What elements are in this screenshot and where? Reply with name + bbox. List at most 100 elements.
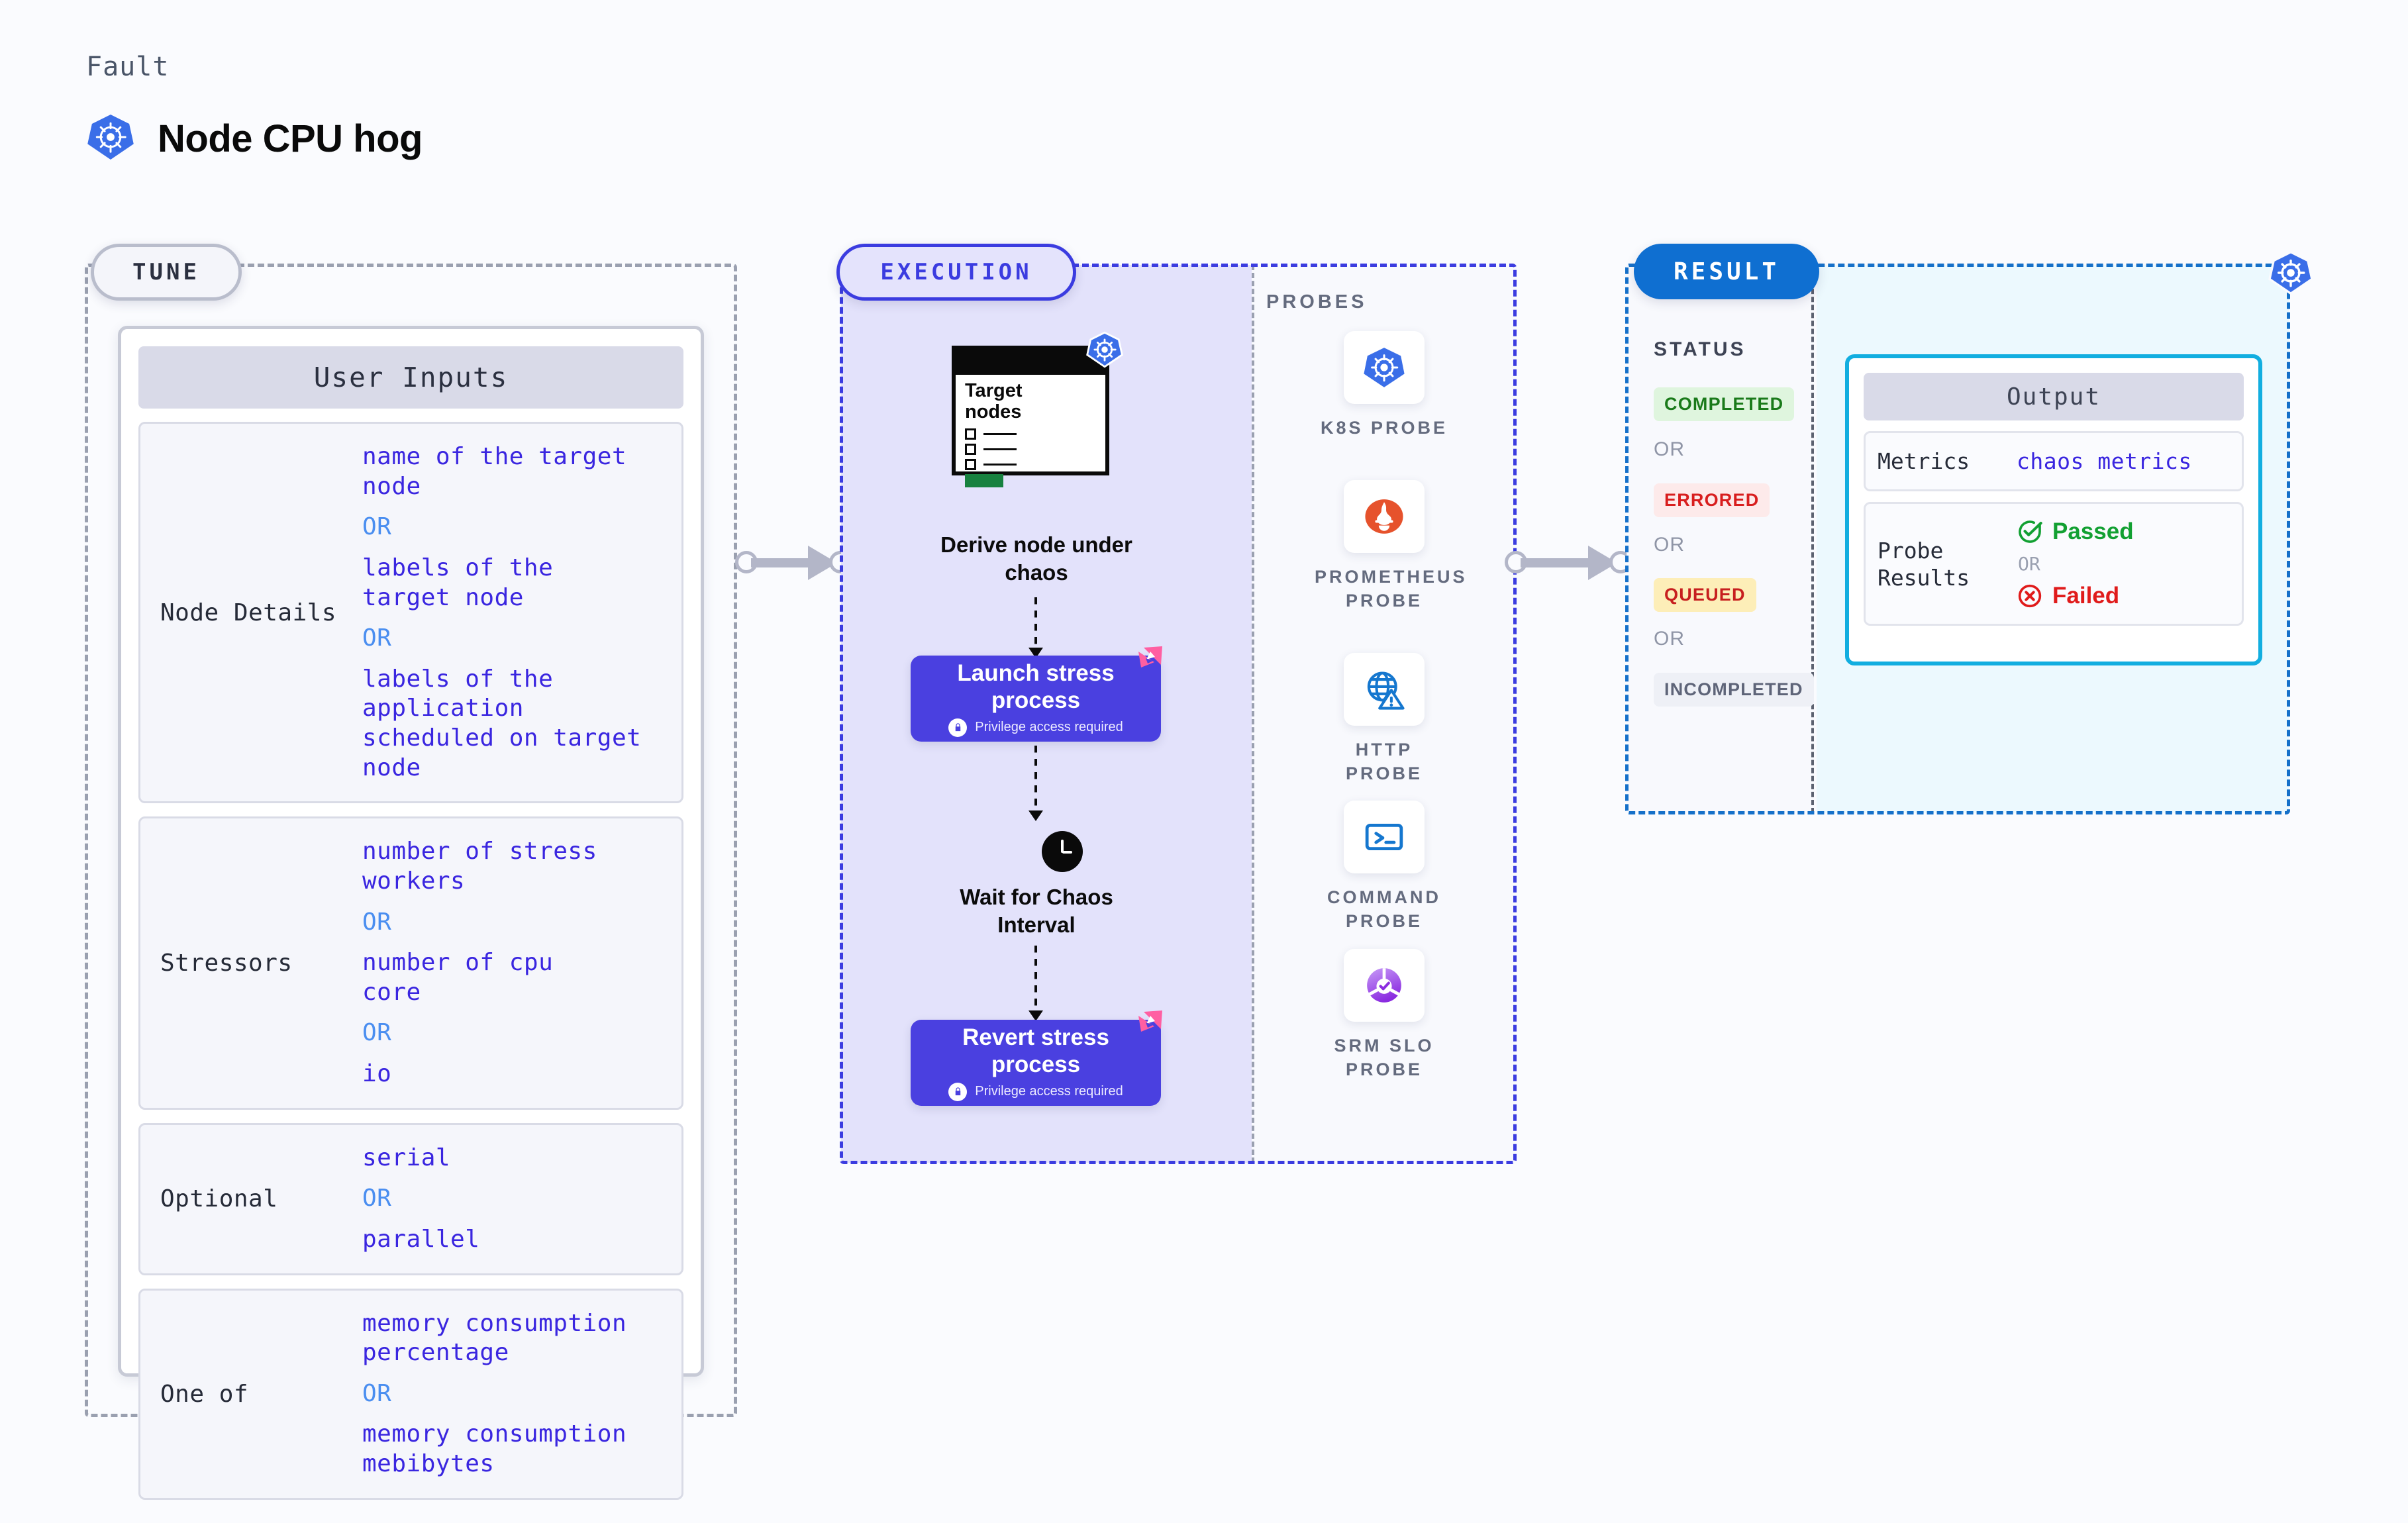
or-separator: OR (362, 1379, 392, 1407)
step-title: Revert stress process (962, 1024, 1109, 1077)
probe-item-command[interactable]: COMMAND PROBE (1315, 801, 1454, 934)
input-group-one-of[interactable]: One of memory consumption percentage OR … (138, 1288, 683, 1500)
result-pill-label[interactable]: RESULT (1634, 244, 1819, 299)
option-value: memory consumption percentage (362, 1309, 627, 1367)
flow-line (1034, 746, 1037, 816)
step-card-launch-stress-process[interactable]: Launch stress process Privilege access r… (911, 646, 1162, 742)
group-label: One of (160, 1380, 249, 1408)
connector-tune-to-execution (735, 546, 852, 580)
probe-result-passed: Passed (2017, 518, 2230, 545)
or-separator: OR (362, 1185, 392, 1212)
probe-tile (1344, 801, 1425, 873)
document-checkbox-rows (956, 424, 1105, 470)
probe-result-failed: Failed (2017, 583, 2230, 609)
option-value: number of stress workers (362, 838, 597, 895)
line-placeholder (983, 463, 1017, 466)
probe-tile (1344, 653, 1425, 726)
kubernetes-icon (2268, 250, 2313, 295)
output-title: Output (1864, 373, 2244, 420)
privilege-note-label: Privilege access required (975, 720, 1123, 735)
input-group-optional[interactable]: Optional serial OR parallel (138, 1122, 683, 1275)
group-label: Node Details (160, 599, 337, 626)
step-card-revert-stress-process[interactable]: Revert stress process Privilege access r… (911, 1010, 1162, 1106)
check-circle-icon (2019, 520, 2042, 544)
checkbox-icon (965, 428, 976, 440)
or-separator: OR (1654, 534, 1685, 556)
status-title: STATUS (1654, 338, 1746, 360)
execution-pill-label[interactable]: EXECUTION (836, 244, 1076, 301)
page-title: Node CPU hog (158, 117, 423, 160)
or-separator: OR (2018, 553, 2040, 575)
lock-icon (948, 1082, 968, 1101)
output-row-label: Probe Results (1878, 537, 1970, 591)
group-values: number of stress workers OR number of cp… (362, 837, 675, 1089)
probe-label: PROMETHEUS PROBE (1315, 567, 1468, 611)
connector-line (1521, 558, 1609, 567)
clock-icon (1042, 831, 1083, 872)
output-row-value: Passed OR Failed (2017, 518, 2230, 609)
target-nodes-document-icon: Target nodes (952, 346, 1109, 487)
probe-label: COMMAND PROBE (1327, 887, 1441, 932)
probe-item-k8s[interactable]: K8S PROBE (1315, 331, 1454, 440)
probe-result-passed-label: Passed (2052, 518, 2134, 545)
probe-tile (1344, 480, 1425, 553)
input-group-node-details[interactable]: Node Details name of the target node OR … (138, 422, 683, 804)
flow-arrowhead (1028, 811, 1043, 821)
group-values: serial OR parallel (362, 1144, 675, 1255)
or-separator: OR (362, 513, 392, 541)
kubernetes-icon (86, 113, 135, 165)
document-titlebar (956, 350, 1105, 375)
chaos-metrics-value: chaos metrics (2017, 448, 2192, 475)
user-inputs-card: User Inputs Node Details name of the tar… (118, 326, 704, 1500)
group-values: memory consumption percentage OR memory … (362, 1309, 675, 1479)
checkbox-icon (965, 443, 976, 455)
option-value: labels of the application scheduled on t… (362, 665, 642, 781)
option-value: memory consumption mebibytes (362, 1420, 627, 1477)
option-value: serial (362, 1144, 451, 1171)
kubernetes-icon (1086, 331, 1123, 368)
privilege-note-label: Privilege access required (975, 1084, 1123, 1099)
line-placeholder (983, 448, 1017, 450)
or-separator: OR (362, 908, 392, 936)
output-row-metrics[interactable]: Metrics chaos metrics (1864, 431, 2244, 492)
status-badge-queued: QUEUED (1654, 578, 1756, 612)
probe-tile (1344, 949, 1425, 1022)
line-placeholder (983, 432, 1017, 435)
probe-item-http[interactable]: HTTP PROBE (1315, 653, 1454, 786)
x-circle-icon (2018, 585, 2042, 608)
status-badge-completed: COMPLETED (1654, 387, 1795, 421)
prometheus-icon (1365, 499, 1403, 534)
connector-execution-to-result (1505, 546, 1637, 580)
probes-title: PROBES (1266, 291, 1368, 313)
output-row-label: Metrics (1878, 448, 1970, 474)
flow-arrowhead (1028, 1010, 1043, 1021)
or-separator: OR (1654, 628, 1685, 650)
harness-ribbon-icon (1138, 646, 1162, 667)
result-region (1625, 264, 2290, 814)
document-green-bar (965, 473, 1003, 487)
option-value: name of the target node (362, 443, 627, 500)
probe-item-prometheus[interactable]: PROMETHEUS PROBE (1315, 480, 1468, 613)
option-value: io (362, 1060, 392, 1087)
or-separator: OR (1654, 438, 1685, 460)
harness-ribbon-icon (1138, 1010, 1162, 1032)
srm-slo-icon (1367, 968, 1401, 1003)
probe-label: K8S PROBE (1320, 418, 1448, 438)
output-row-probe-results[interactable]: Probe Results Passed OR Failed (1864, 502, 2244, 626)
or-separator: OR (362, 1019, 392, 1047)
probe-label: SRM SLO PROBE (1334, 1036, 1434, 1080)
tune-pill-label[interactable]: TUNE (91, 244, 242, 301)
probe-item-srm-slo[interactable]: SRM SLO PROBE (1315, 949, 1454, 1082)
output-card: Output Metrics chaos metrics Probe Resul… (1845, 354, 2262, 665)
option-value: number of cpu core (362, 949, 554, 1006)
flow-line (1034, 597, 1037, 653)
terminal-icon (1365, 823, 1403, 851)
kubernetes-icon (1364, 348, 1405, 387)
step-caption-wait-for-chaos-interval: Wait for Chaos Interval (960, 885, 1113, 938)
group-label: Optional (160, 1185, 278, 1213)
group-label: Stressors (160, 949, 293, 977)
status-badge-incompleted: INCOMPLETED (1654, 673, 1814, 707)
input-group-stressors[interactable]: Stressors number of stress workers OR nu… (138, 816, 683, 1110)
page-eyebrow: Fault (86, 52, 170, 82)
